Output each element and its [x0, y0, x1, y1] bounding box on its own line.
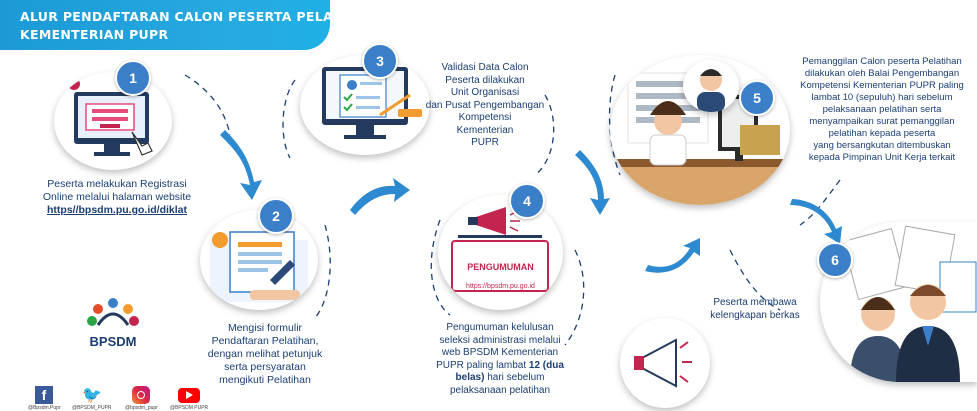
participants-documents-icon: [842, 225, 977, 382]
step1-illustration: [54, 72, 172, 170]
step3-line: PUPR: [471, 137, 499, 148]
step4-line: PUPR paling lambat 12 (dua: [436, 359, 564, 371]
step4-illustration: [438, 195, 563, 310]
step5-line: Kompetensi Kementerian PUPR paling: [800, 80, 964, 91]
step2-line: mengikuti Pelatihan: [219, 374, 311, 386]
step4-line: pelaksanaan pelatihan: [449, 384, 551, 396]
step6-description: Peserta membawa kelengkapan berkas: [690, 296, 820, 322]
agent-avatar: [683, 60, 739, 112]
step3-line: Peserta dilakukan: [445, 74, 525, 86]
twitter-icon[interactable]: 🐦: [82, 387, 102, 404]
step5-line: pelaksanaan pelatihan serta: [822, 104, 942, 115]
arrow-icon: [790, 199, 842, 244]
bpsdm-logo: BPSDM: [78, 295, 148, 349]
bpsdm-logo-text: BPSDM: [89, 334, 137, 349]
arrow-icon: [575, 150, 610, 215]
step1-description: Peserta melakukan Registrasi Online mela…: [22, 178, 212, 217]
megaphone-illustration: [620, 318, 710, 408]
instagram-handle: @bpsdm_pupr: [125, 405, 158, 411]
step3-line: Validasi Data Calon: [441, 62, 529, 73]
step5-line: Pemanggilan Calon peserta Pelatihan: [802, 56, 962, 67]
board-url: https://bpsdm.pu.go.id: [466, 283, 535, 290]
step2-illustration: [200, 210, 318, 310]
step6-line: kelengkapan berkas: [710, 310, 800, 321]
youtube-handle: @BPSDM PUPR: [170, 405, 209, 411]
form-filling-icon: [210, 231, 308, 302]
step-number-4: 4: [509, 183, 545, 219]
banner-title-line1: ALUR PENDAFTARAN CALON PESERTA PELATIHAN…: [20, 9, 423, 24]
board-title: PENGUMUMAN: [467, 262, 534, 272]
step-number-3: 3: [362, 43, 398, 79]
step5-line: dilakukan oleh Balai Pengembangan: [804, 68, 960, 79]
step5-line: menyampaikan surat pemanggilan: [809, 116, 955, 127]
step3-description: Validasi Data Calon Peserta dilakukan Un…: [410, 62, 560, 150]
step2-line: dengan melihat petunjuk: [207, 348, 323, 360]
step5-line: pelatihan kepada peserta: [828, 128, 936, 139]
step2-line: Mengisi formulir: [227, 322, 303, 334]
step1-line: Peserta melakukan Registrasi: [47, 178, 187, 190]
megaphone-icon: [634, 338, 692, 388]
banner-title-line2: KEMENTERIAN PUPR: [20, 27, 169, 42]
instagram-icon[interactable]: [132, 386, 150, 404]
arrow-icon: [220, 130, 262, 200]
data-validation-icon: [322, 67, 422, 139]
step2-description: Mengisi formulir Pendaftaran Pelatihan, …: [190, 322, 340, 387]
facebook-icon[interactable]: f: [35, 386, 53, 404]
step3-line: dan Pusat Pengembangan: [425, 99, 545, 111]
step-number-6: 6: [817, 242, 853, 278]
step6-line: Peserta membawa: [713, 297, 797, 308]
registration-link[interactable]: https//bpsdm.pu.go.id/diklat: [47, 204, 187, 216]
step4-line: web BPSDM Kementerian: [441, 347, 559, 358]
step3-line: Kementerian: [456, 124, 514, 136]
step1-line: Online melalui halaman website: [42, 191, 192, 203]
facebook-handle: @Bpsdm.Pupr: [28, 405, 61, 411]
step5-line: lambat 10 (sepuluh) hari sebelum: [811, 92, 953, 103]
step2-line: Pendaftaran Pelatihan,: [211, 335, 319, 347]
arrow-icon: [350, 178, 410, 215]
step5-description: Pemanggilan Calon peserta Pelatihan dila…: [787, 56, 977, 164]
arrow-icon: [645, 238, 700, 273]
step5-line: kepada Pimpinan Unit Kerja terkait: [808, 152, 956, 163]
computer-registration-icon: [68, 78, 153, 156]
step-number-1: 1: [115, 60, 151, 96]
step3-line: Unit Organisasi: [450, 87, 520, 98]
announcement-board-icon: [451, 207, 549, 292]
title-banner: ALUR PENDAFTARAN CALON PESERTA PELATIHAN…: [0, 0, 422, 50]
step4-line: belas) hari sebelum: [455, 372, 545, 383]
person-avatar-icon: [697, 69, 725, 112]
step-number-5: 5: [739, 80, 775, 116]
step4-line: seleksi administrasi melalui: [439, 334, 561, 346]
step2-line: serta persyaratan: [224, 361, 306, 373]
step4-description: Pengumuman kelulusan seleksi administras…: [405, 322, 595, 397]
twitter-handle: @BPSDM_PUPR: [72, 405, 112, 411]
step-number-2: 2: [258, 198, 294, 234]
step4-line: Pengumuman kelulusan: [446, 322, 554, 333]
youtube-icon[interactable]: [178, 388, 200, 403]
step5-line: yang bersangkutan ditembuskan: [813, 140, 951, 151]
step3-line: Kompetensi: [458, 112, 512, 123]
bpsdm-logo-icon: [87, 298, 139, 326]
